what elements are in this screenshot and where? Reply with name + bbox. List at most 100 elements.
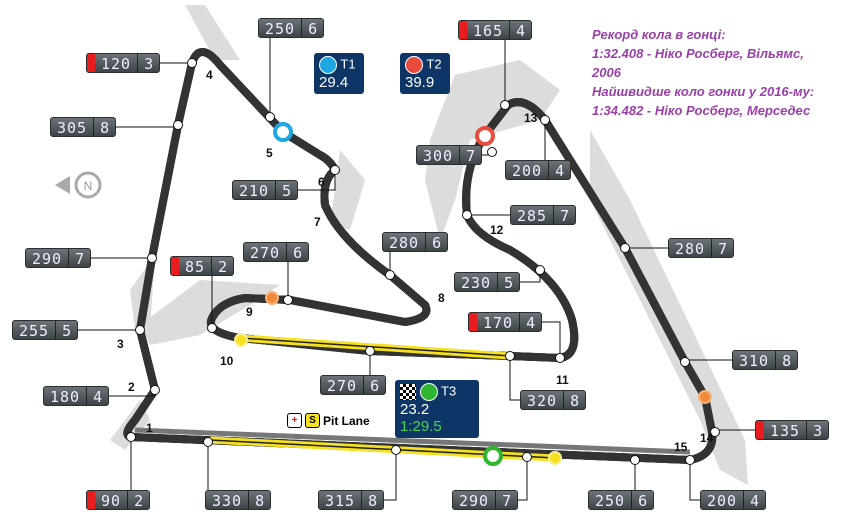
sector2-box: T2 39.9 [400, 53, 450, 94]
turn-number: 8 [438, 291, 445, 305]
fastest-lap-line: 1:34.482 - Ніко Росберг, Мерседес [592, 103, 811, 118]
leader-line [542, 321, 561, 358]
speed-gear-box: 255 5 [12, 320, 79, 340]
speed-value: 120 [95, 54, 139, 73]
measure-point [680, 357, 690, 367]
gear-value: 8 [100, 119, 110, 137]
speed-value: 285 [511, 206, 555, 225]
turn-number: 14 [700, 431, 714, 445]
sector3-box: T3 23.2 1:29.5 [395, 380, 479, 438]
checkered-flag-icon [400, 384, 416, 400]
speed-value: 290 [26, 249, 70, 268]
measure-point [150, 385, 160, 395]
measure-point [135, 325, 145, 335]
gear-value: 4 [93, 388, 103, 406]
compass-icon: N [55, 171, 102, 199]
gear-value: 6 [293, 244, 303, 262]
lap-record-note: Рекорд кола в гонці: 1:32.408 - Ніко Рос… [592, 25, 814, 120]
turn-number: 2 [128, 380, 135, 394]
medical-icon: + [287, 413, 302, 428]
speed-value: 330 [206, 491, 250, 510]
turn-number: 5 [266, 146, 273, 160]
gear-value: 8 [368, 492, 378, 510]
gear-value: 8 [255, 492, 265, 510]
speed-value: 250 [589, 491, 633, 510]
drs-activation-main [548, 451, 562, 465]
mercedes-logo-icon [405, 56, 423, 74]
braking-indicator [87, 54, 95, 72]
speed-value: 315 [319, 491, 363, 510]
speed-value: 255 [13, 321, 57, 340]
speed-gear-box: 230 5 [454, 272, 521, 292]
sector2-marker [475, 126, 495, 146]
speed-value: 200 [701, 491, 745, 510]
speed-value: 170 [477, 313, 521, 332]
gear-value: 5 [504, 274, 514, 292]
measure-point [462, 210, 472, 220]
svg-text:N: N [84, 179, 93, 193]
sector2-label: T2 [426, 56, 442, 72]
gear-value: 7 [560, 207, 570, 225]
gear-value: 5 [62, 322, 72, 340]
mercedes-logo-icon [419, 383, 438, 401]
leader-line [269, 27, 291, 117]
gear-value: 7 [718, 240, 728, 258]
speed-gear-box: 135 3 [755, 420, 830, 440]
sector2-time: 39.9 [405, 74, 435, 91]
turn-number: 4 [206, 68, 213, 82]
gear-value: 7 [75, 250, 85, 268]
pit-lane [134, 427, 691, 455]
gear-value: 4 [516, 22, 526, 40]
speed-value: 250 [259, 19, 303, 38]
record-line2: 2006 [592, 65, 621, 80]
speed-value: 270 [244, 243, 288, 262]
speed-value: 280 [383, 233, 427, 252]
gear-value: 7 [466, 147, 476, 165]
measure-point [522, 452, 532, 462]
sector3-label: T3 [441, 383, 457, 399]
speed-value: 85 [179, 257, 213, 276]
turn-number: 10 [220, 354, 234, 368]
speed-gear-box: 280 6 [382, 232, 449, 252]
drs-detection-9 [265, 291, 279, 305]
speed-gear-box: 315 8 [318, 490, 385, 510]
gear-value: 3 [813, 422, 823, 440]
turn-number: 15 [674, 440, 688, 454]
gear-value: 8 [570, 392, 580, 410]
drs-detection-14 [698, 390, 712, 404]
turn-number: 6 [318, 175, 325, 189]
speed-value: 135 [764, 421, 808, 440]
measure-point [365, 346, 375, 356]
sector1-box: T1 29.4 [314, 53, 364, 94]
speed-gear-box: 285 7 [510, 205, 577, 225]
braking-indicator [459, 21, 467, 39]
measure-point [207, 323, 217, 333]
gear-value: 6 [432, 234, 442, 252]
measure-point [555, 353, 565, 363]
speed-value: 200 [506, 161, 550, 180]
speed-gear-box: 290 7 [25, 248, 92, 268]
turn-number: 7 [314, 215, 321, 229]
measure-point [283, 295, 293, 305]
turn-number: 9 [246, 305, 253, 319]
speed-value: 230 [455, 273, 499, 292]
measure-point [710, 427, 720, 437]
speed-value: 310 [733, 351, 777, 370]
turn-number: 1 [146, 421, 153, 435]
gear-value: 5 [282, 182, 292, 200]
measure-point [391, 445, 401, 455]
measure-point [265, 112, 275, 122]
